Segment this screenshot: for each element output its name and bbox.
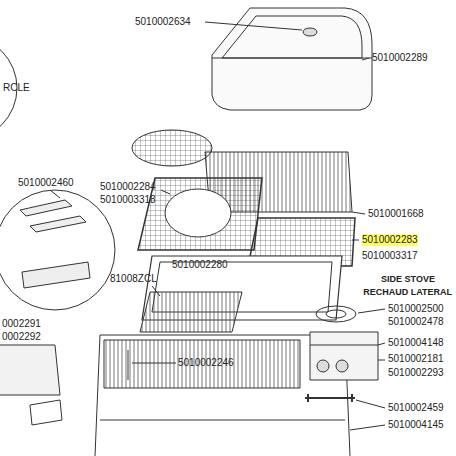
part-number: 5010002283 <box>362 234 418 246</box>
part-number: 5010002181 <box>388 353 444 365</box>
part-number: 0002291 <box>2 318 41 330</box>
part-number: 5010002284 <box>100 181 156 193</box>
part-number: 5010001668 <box>368 208 424 220</box>
part-number: 5010003317 <box>362 250 418 262</box>
part-number: 5010002293 <box>388 367 444 379</box>
section-heading: RECHAUD LATERAL <box>363 286 452 298</box>
part-number: 5010004145 <box>388 419 444 431</box>
part-number: 5010003318 <box>100 194 156 206</box>
part-number: 5010004148 <box>388 337 444 349</box>
part-number: 5010002289 <box>372 52 428 64</box>
part-number: 0002292 <box>2 331 41 343</box>
part-number: 5010002500 <box>388 303 444 315</box>
part-number: 5010002280 <box>172 259 228 271</box>
part-number: 5010002460 <box>18 177 74 189</box>
part-number: RCLE <box>3 82 30 94</box>
part-number: 5010002634 <box>135 16 191 28</box>
part-number: 81008ZCL <box>110 273 157 285</box>
part-number: 5010002478 <box>388 316 444 328</box>
part-number: 5010002459 <box>388 402 444 414</box>
section-heading: SIDE STOVE <box>381 273 435 285</box>
part-number: 5010002246 <box>178 357 234 369</box>
